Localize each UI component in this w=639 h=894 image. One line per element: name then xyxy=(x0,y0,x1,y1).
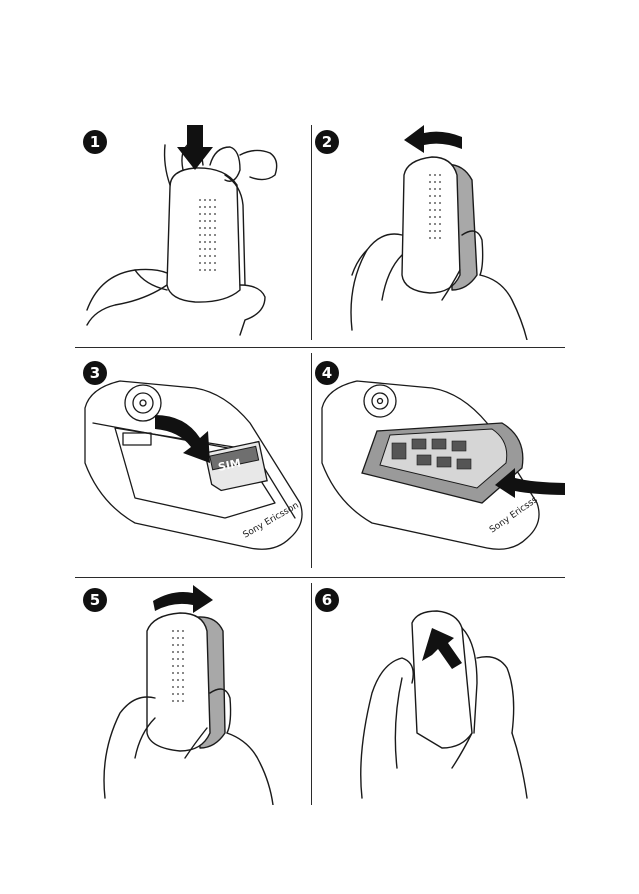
illustration-slide-cover-off xyxy=(312,125,565,340)
illustration-press-cover xyxy=(75,125,310,340)
divider-horizontal-2 xyxy=(75,577,565,578)
step-5: 5 xyxy=(75,583,310,805)
step-3: 3 SIM Sony Ericsson xyxy=(75,353,310,568)
curved-right-arrow-icon xyxy=(153,585,213,613)
illustration-insert-sim: SIM Sony Ericsson xyxy=(75,353,310,568)
curved-left-arrow-icon xyxy=(404,125,462,153)
step-4: 4 Son xyxy=(312,353,565,568)
divider-horizontal-1 xyxy=(75,347,565,348)
step-6: 6 xyxy=(312,583,565,805)
step-2: 2 xyxy=(312,125,565,340)
illustration-insert-battery: Sony Ericsss xyxy=(312,353,565,568)
illustration-push-cover-into-place xyxy=(312,583,565,805)
illustration-slide-cover-on xyxy=(75,583,310,805)
step-1: 1 xyxy=(75,125,310,340)
